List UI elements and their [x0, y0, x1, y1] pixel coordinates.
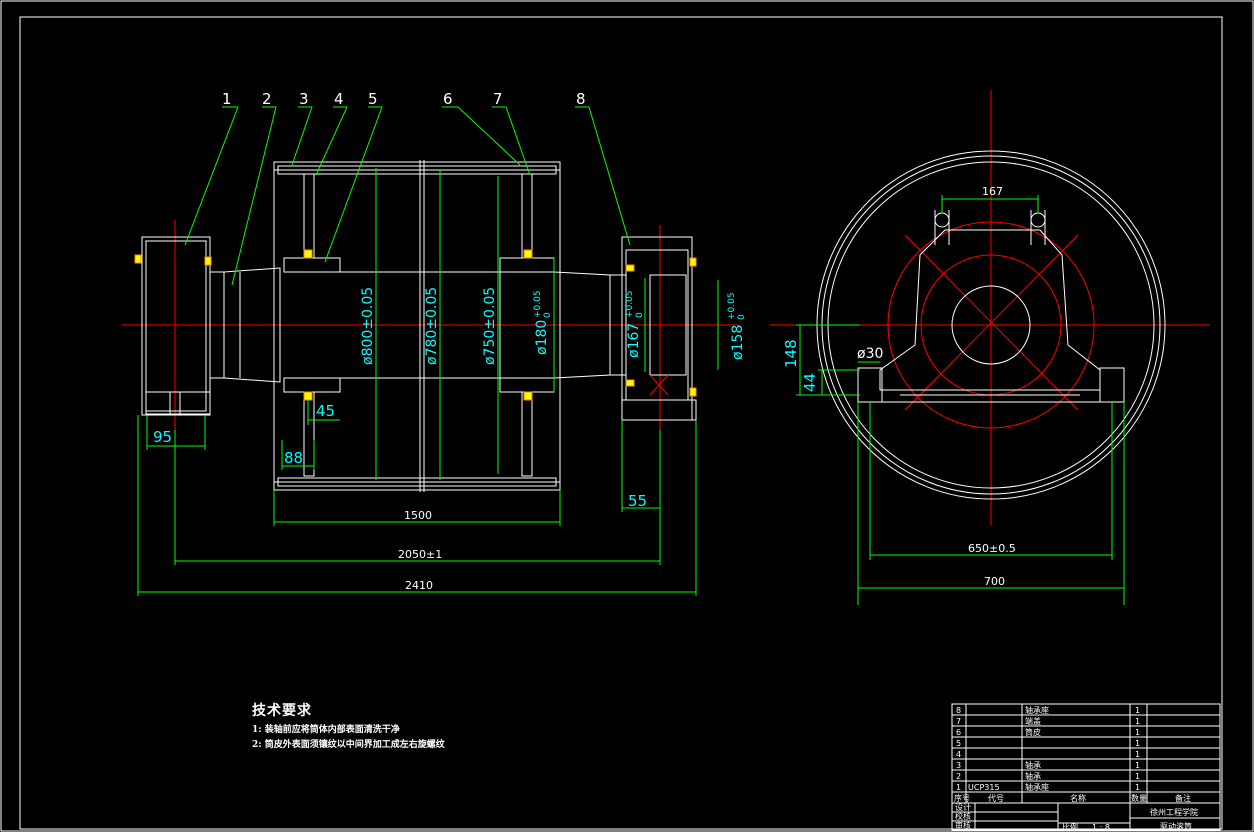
- requirements-title: 技术要求: [252, 703, 312, 719]
- side-dim-labels: 167 ø30 148 44 650±0.5 700: [782, 185, 1016, 588]
- tb-row-3-qty: 1: [1135, 761, 1140, 770]
- front-view: [122, 160, 740, 492]
- balloon-5: 5: [368, 90, 378, 108]
- dia-167-label: ø167: [626, 323, 642, 358]
- front-dim-lines: [137, 400, 697, 596]
- tb-header-no: 序号: [954, 793, 970, 803]
- dim-side-167: 167: [982, 185, 1003, 198]
- tb-row-2-no: 2: [956, 772, 961, 781]
- inner-frame: [19, 16, 1223, 830]
- balloon-2: 2: [262, 90, 272, 108]
- side-view: [770, 90, 1210, 525]
- dia-180-tol-low: 0: [543, 312, 553, 318]
- balloon-numbers: 1 2 3 4 5 6 7 8: [222, 90, 586, 108]
- dim-2410: 2410: [405, 579, 433, 592]
- balloon-6: 6: [443, 90, 453, 108]
- tb-row-8-name: 轴承座: [1025, 705, 1049, 715]
- tb-row-5-qty: 1: [1135, 739, 1140, 748]
- tb-row-1-name: 轴承座: [1025, 782, 1049, 792]
- title-block: [951, 703, 1221, 831]
- technical-requirements: 技术要求 1: 装轴前应将筒体内部表面清洗干净 2: 筒皮外表面须镶纹以中间界加…: [252, 700, 445, 750]
- tb-header-name: 名称: [1070, 793, 1086, 803]
- tb-row-6-no: 6: [956, 728, 961, 737]
- tb-header-remark: 备注: [1175, 793, 1191, 803]
- tb-row-1-code: UCP315: [968, 783, 1000, 792]
- dia-800-label: ø800±0.05: [360, 287, 376, 365]
- tb-header-qty: 数量: [1131, 793, 1147, 803]
- dia-158-tol: +0.05: [727, 292, 737, 320]
- tb-sign-2: 校核: [955, 811, 971, 821]
- balloon-3: 3: [299, 90, 309, 108]
- tb-row-2-qty: 1: [1135, 772, 1140, 781]
- tb-row-1-no: 1: [956, 783, 961, 792]
- dim-55: 55: [628, 492, 647, 510]
- tb-row-1-qty: 1: [1135, 783, 1140, 792]
- front-dim-labels: 95 45 88 55 1500 2050±1 2410: [153, 402, 647, 592]
- tb-row-2-name: 轴承: [1025, 771, 1041, 781]
- dim-side-30: ø30: [857, 346, 883, 362]
- tb-row-6-name: 筒皮: [1025, 727, 1041, 737]
- dim-1500: 1500: [404, 509, 432, 522]
- tb-school: 徐州工程学院: [1150, 807, 1198, 817]
- dim-side-700: 700: [984, 575, 1005, 588]
- title-block-text: 8 轴承座 1 7 端盖 1 6 筒皮 1 5 1 4 1 3 轴承 1 2 轴…: [954, 705, 1198, 832]
- requirement-2: 2: 筒皮外表面须镶纹以中间界加工成左右旋螺纹: [252, 740, 445, 750]
- tb-header-code: 代号: [988, 793, 1004, 803]
- tb-row-4-qty: 1: [1135, 750, 1140, 759]
- tb-row-8-no: 8: [956, 706, 961, 715]
- tb-scale-label: 比例: [1062, 822, 1078, 832]
- diameter-lines: [375, 168, 719, 480]
- dim-45: 45: [316, 402, 335, 420]
- dim-side-148: 148: [782, 339, 800, 368]
- tb-drawing-name: 驱动滚筒: [1160, 821, 1192, 831]
- dim-side-650: 650±0.5: [968, 542, 1016, 555]
- balloon-4: 4: [334, 90, 344, 108]
- dim-side-44: 44: [801, 373, 819, 392]
- tb-sign-1: 设计: [955, 802, 971, 812]
- tb-row-4-no: 4: [956, 750, 961, 759]
- dim-2050: 2050±1: [398, 548, 442, 561]
- tb-row-7-qty: 1: [1135, 717, 1140, 726]
- dia-180-label: ø180: [534, 320, 550, 355]
- dia-780-label: ø780±0.05: [424, 287, 440, 365]
- dia-167-tol: +0.05: [625, 290, 635, 318]
- tb-row-8-qty: 1: [1135, 706, 1140, 715]
- tb-row-6-qty: 1: [1135, 728, 1140, 737]
- balloon-7: 7: [493, 90, 503, 108]
- tb-row-3-name: 轴承: [1025, 760, 1041, 770]
- dia-167-tol-low: 0: [635, 312, 645, 318]
- tb-row-5-no: 5: [956, 739, 961, 748]
- balloon-8: 8: [576, 90, 586, 108]
- tb-row-7-name: 端盖: [1025, 716, 1041, 726]
- dia-158-tol-low: 0: [737, 314, 747, 320]
- dia-158-label: ø158: [730, 325, 746, 360]
- side-dim-lines: [796, 195, 1125, 605]
- balloon-1: 1: [222, 90, 232, 108]
- dia-750-label: ø750±0.05: [482, 287, 498, 365]
- dim-95: 95: [153, 428, 172, 446]
- tb-row-3-no: 3: [956, 761, 961, 770]
- diameter-labels: ø800±0.05 ø780±0.05 ø750±0.05 ø180 +0.05…: [360, 287, 747, 365]
- balloon-leaders: [184, 106, 631, 286]
- tb-sign-3: 审核: [955, 820, 971, 830]
- tb-scale: 1 : 8: [1092, 823, 1110, 832]
- dia-180-tol: +0.05: [533, 290, 543, 318]
- tb-row-7-no: 7: [956, 717, 961, 726]
- dim-88: 88: [284, 449, 303, 467]
- requirement-1: 1: 装轴前应将筒体内部表面清洗干净: [252, 725, 400, 735]
